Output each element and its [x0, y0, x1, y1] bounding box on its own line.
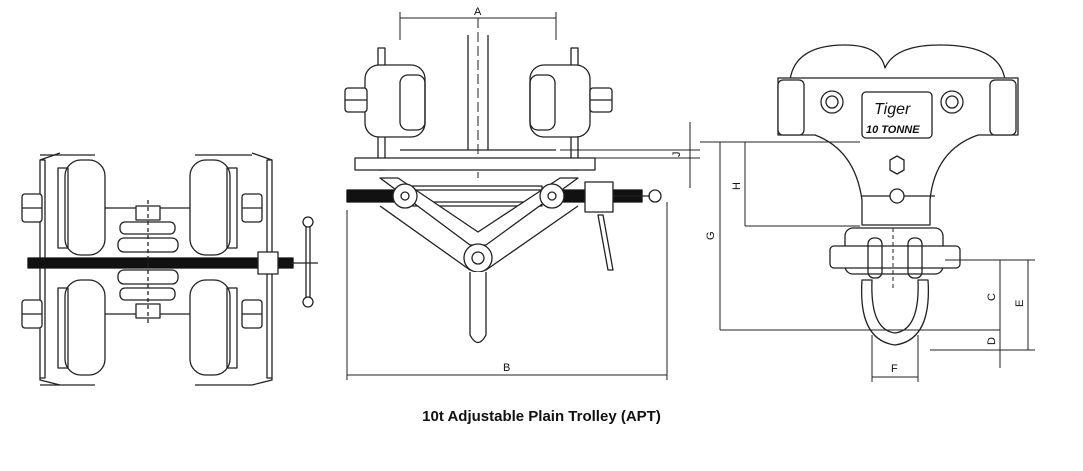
dim-label-d: D [986, 337, 998, 345]
dim-label-c: C [986, 293, 998, 301]
brand-plate [861, 91, 933, 139]
plan-handle [290, 216, 318, 308]
dim-label-e: E [1014, 300, 1026, 307]
plan-side-plate-left [39, 152, 61, 386]
beam-section [400, 35, 556, 151]
drawing-caption: 10t Adjustable Plain Trolley (APT) [422, 408, 661, 425]
plan-wheel-bottom-left [57, 279, 106, 376]
dim-label-b: B [503, 362, 510, 374]
end-body [777, 77, 1019, 226]
plan-wheel-top-left [57, 159, 106, 256]
dim-label-h: H [731, 182, 743, 190]
front-shackle [469, 272, 487, 344]
plan-wheel-bottom-right [189, 279, 238, 376]
plan-view [21, 152, 318, 386]
plan-wheel-top-right [189, 159, 238, 256]
dim-label-j: J [671, 152, 683, 158]
front-wheel-right [529, 64, 591, 138]
plan-spindle [27, 257, 294, 269]
plan-axle-nuts [21, 193, 263, 329]
dim-label-a: A [474, 6, 482, 18]
brand-capacity: 10 TONNE [866, 124, 920, 136]
front-wheel-left [364, 64, 426, 138]
end-wheel-humps [789, 44, 1006, 81]
front-load-pin [463, 243, 493, 273]
dim-label-g: G [705, 231, 717, 240]
dim-label-f: F [891, 363, 898, 375]
plan-load-bar [117, 200, 179, 325]
end-view [700, 44, 1035, 382]
end-shackle [860, 279, 930, 346]
brand-name: Tiger [874, 101, 911, 118]
front-view [344, 12, 700, 380]
